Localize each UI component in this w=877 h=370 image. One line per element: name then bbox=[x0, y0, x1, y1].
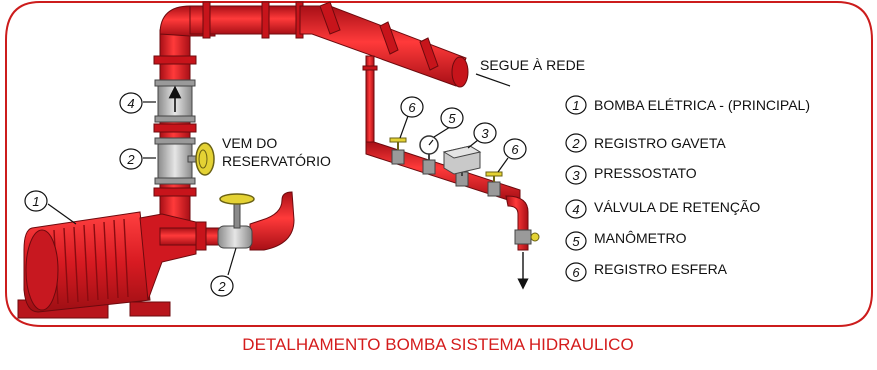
callout-3: 3 bbox=[473, 122, 497, 144]
callout-4: 4 bbox=[119, 92, 143, 114]
diagram-frame bbox=[5, 0, 873, 327]
electric-pump bbox=[17, 211, 197, 319]
callout-2-riser: 2 bbox=[119, 148, 143, 170]
top-pipe bbox=[189, 1, 469, 88]
label-segue-rede: SEGUE À REDE bbox=[480, 57, 585, 73]
check-valve bbox=[154, 79, 196, 123]
legend-text: MANÔMETRO bbox=[594, 230, 687, 246]
legend-text: VÁLVULA DE RETENÇÃO bbox=[594, 199, 760, 215]
callout-6-right-text: 6 bbox=[511, 142, 519, 157]
legend-item: 6 REGISTRO ESFERA bbox=[565, 261, 728, 282]
pressure-switch bbox=[442, 145, 482, 176]
callout-6-left: 6 bbox=[400, 96, 424, 118]
legend-num: 4 bbox=[572, 202, 579, 217]
legend-text: REGISTRO ESFERA bbox=[594, 261, 728, 277]
callout-3-text: 3 bbox=[481, 126, 489, 141]
legend-text: PRESSOSTATO bbox=[594, 165, 697, 181]
legend-item: 1 BOMBA ELÉTRICA - (PRINCIPAL) bbox=[565, 95, 810, 115]
callout-2-suction: 2 bbox=[210, 275, 234, 297]
callout-4-text: 4 bbox=[127, 96, 134, 111]
callout-2-suction-text: 2 bbox=[217, 279, 226, 294]
pressure-gauge bbox=[419, 135, 439, 160]
riser-flanges bbox=[153, 55, 197, 197]
branch-line bbox=[362, 55, 540, 290]
legend-text: BOMBA ELÉTRICA - (PRINCIPAL) bbox=[594, 97, 810, 113]
callout-2-riser-text: 2 bbox=[126, 152, 135, 167]
callout-1-text: 1 bbox=[32, 194, 39, 209]
ball-valve-right bbox=[485, 171, 503, 182]
legend-num: 5 bbox=[572, 234, 580, 249]
callout-5: 5 bbox=[440, 107, 464, 129]
legend-num: 2 bbox=[571, 136, 580, 151]
callout-5-text: 5 bbox=[448, 111, 456, 126]
label-reservatorio: RESERVATÓRIO bbox=[222, 153, 331, 169]
callout-1: 1 bbox=[24, 190, 48, 212]
legend-num: 3 bbox=[572, 168, 580, 183]
label-vem-do: VEM DO bbox=[222, 135, 277, 151]
suction-line bbox=[195, 191, 295, 251]
legend-item: 3 PRESSOSTATO bbox=[565, 165, 697, 185]
legend-item: 2 REGISTRO GAVETA bbox=[565, 133, 726, 153]
gate-valve-riser bbox=[154, 137, 215, 185]
leader-lines bbox=[47, 73, 511, 276]
legend-item: 4 VÁLVULA DE RETENÇÃO bbox=[565, 199, 760, 219]
legend-num: 1 bbox=[572, 98, 579, 113]
ball-valve-left bbox=[389, 137, 407, 150]
callout-6-left-text: 6 bbox=[408, 100, 416, 115]
legend-num: 6 bbox=[572, 265, 580, 280]
legend: 1 BOMBA ELÉTRICA - (PRINCIPAL) 2 REGISTR… bbox=[565, 95, 810, 282]
diagram-caption: DETALHAMENTO BOMBA SISTEMA HIDRAULICO bbox=[242, 335, 633, 354]
callout-6-right: 6 bbox=[503, 138, 527, 160]
legend-text: REGISTRO GAVETA bbox=[594, 135, 726, 151]
legend-item: 5 MANÔMETRO bbox=[565, 230, 687, 251]
